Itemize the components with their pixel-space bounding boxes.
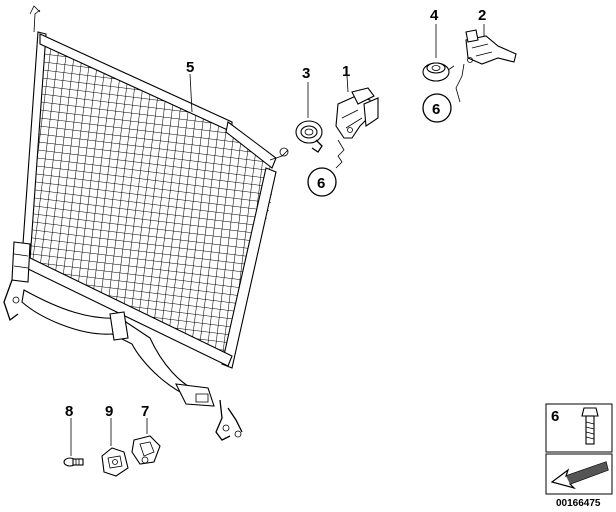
legend-number: 6 bbox=[551, 408, 559, 425]
callout-7: 7 bbox=[141, 403, 149, 420]
legend-box: 6 bbox=[545, 403, 613, 495]
bolt-icon bbox=[581, 407, 599, 445]
clip-part-9 bbox=[101, 447, 129, 477]
callout-6-circle-b bbox=[422, 93, 452, 123]
eyelet-part-7 bbox=[131, 435, 161, 465]
luggage-net bbox=[3, 5, 289, 441]
callout-2: 2 bbox=[478, 7, 486, 24]
callout-9: 9 bbox=[105, 403, 113, 420]
callout-5: 5 bbox=[186, 59, 194, 76]
screw-part-8 bbox=[63, 457, 84, 467]
callout-6-circle-a bbox=[307, 167, 337, 197]
bracket-part-2 bbox=[465, 29, 517, 65]
diagram-id: 00166475 bbox=[556, 498, 601, 509]
bracket-part-1 bbox=[335, 87, 379, 139]
leader-lines bbox=[70, 24, 485, 456]
callout-3: 3 bbox=[302, 65, 310, 82]
callout-8: 8 bbox=[65, 403, 73, 420]
callout-1: 1 bbox=[342, 63, 350, 80]
cap-part-4 bbox=[422, 62, 455, 82]
callout-6b: 6 bbox=[432, 101, 440, 118]
ring-fixture-part bbox=[295, 120, 323, 153]
arrow-icon bbox=[550, 461, 609, 490]
callout-4: 4 bbox=[430, 7, 439, 24]
callout-6a: 6 bbox=[317, 175, 325, 192]
